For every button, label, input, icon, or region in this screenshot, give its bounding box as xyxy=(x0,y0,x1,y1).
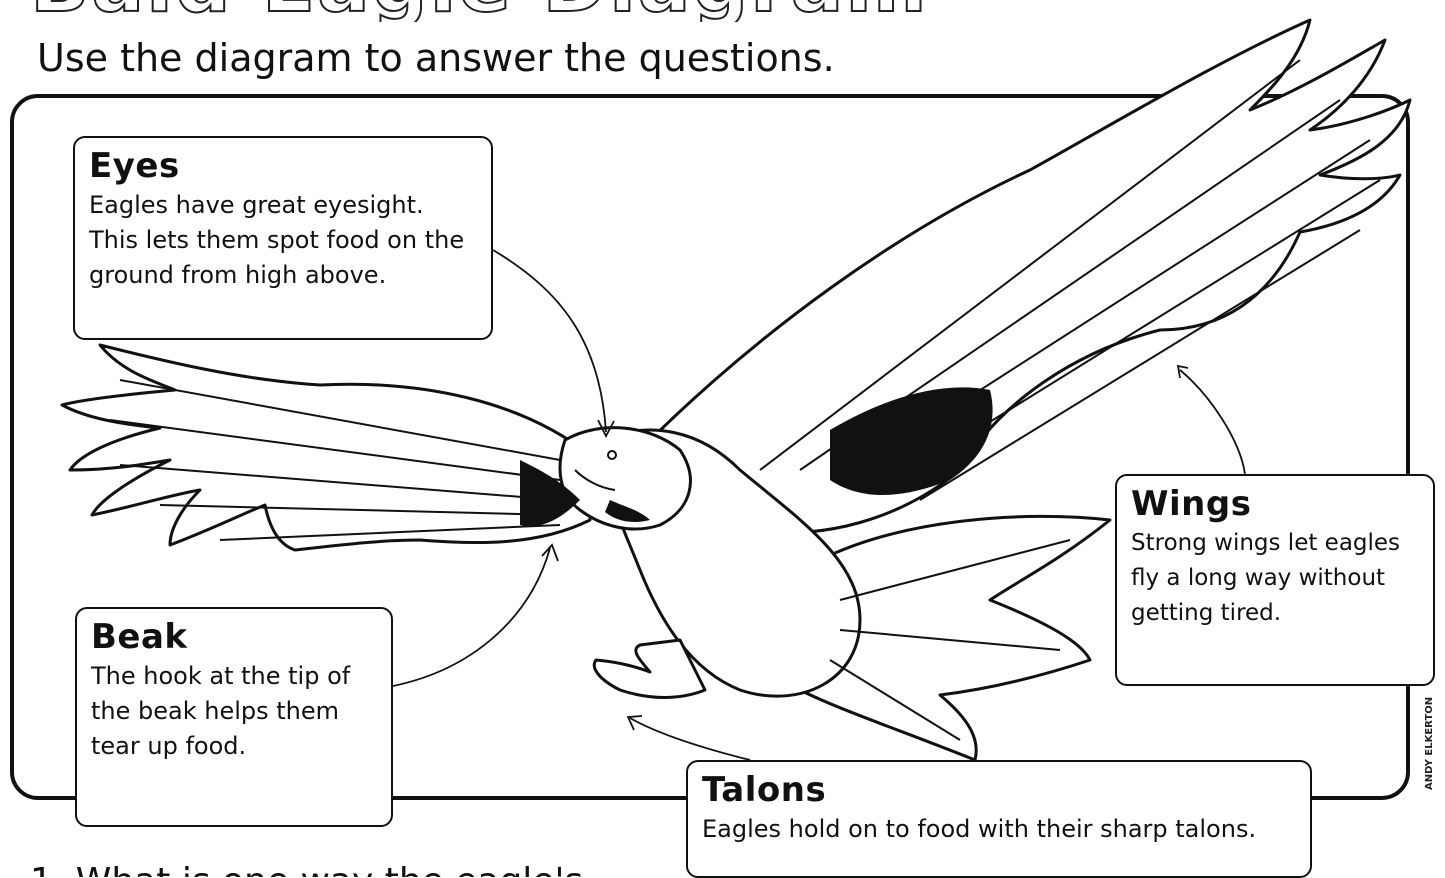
wings-leader xyxy=(1180,370,1245,474)
callout-talons-heading: Talons xyxy=(702,770,1296,810)
callout-wings: Wings Strong wings let eagles fly a long… xyxy=(1115,474,1435,686)
callout-eyes-text: Eagles have great eyesight. This lets th… xyxy=(89,188,477,293)
callout-beak-text: The hook at the tip of the beak helps th… xyxy=(91,659,377,764)
callout-wings-text: Strong wings let eagles fly a long way w… xyxy=(1131,526,1419,631)
callout-talons-text: Eagles hold on to food with their sharp … xyxy=(702,812,1296,847)
talons-leader xyxy=(630,718,750,760)
question-1: 1. What is one way the eagle's xyxy=(30,852,583,877)
beak-leader xyxy=(393,548,550,686)
callout-talons: Talons Eagles hold on to food with their… xyxy=(686,760,1312,878)
callout-beak-heading: Beak xyxy=(91,617,377,657)
callout-beak: Beak The hook at the tip of the beak hel… xyxy=(75,607,393,827)
right-wing xyxy=(640,20,1410,533)
callout-eyes-heading: Eyes xyxy=(89,146,477,186)
eyes-leader xyxy=(493,250,606,432)
callout-wings-heading: Wings xyxy=(1131,484,1419,524)
illustrator-credit: ANDY ELKERTON xyxy=(1424,697,1435,790)
left-wing xyxy=(62,345,590,550)
callout-eyes: Eyes Eagles have great eyesight. This le… xyxy=(73,136,493,340)
